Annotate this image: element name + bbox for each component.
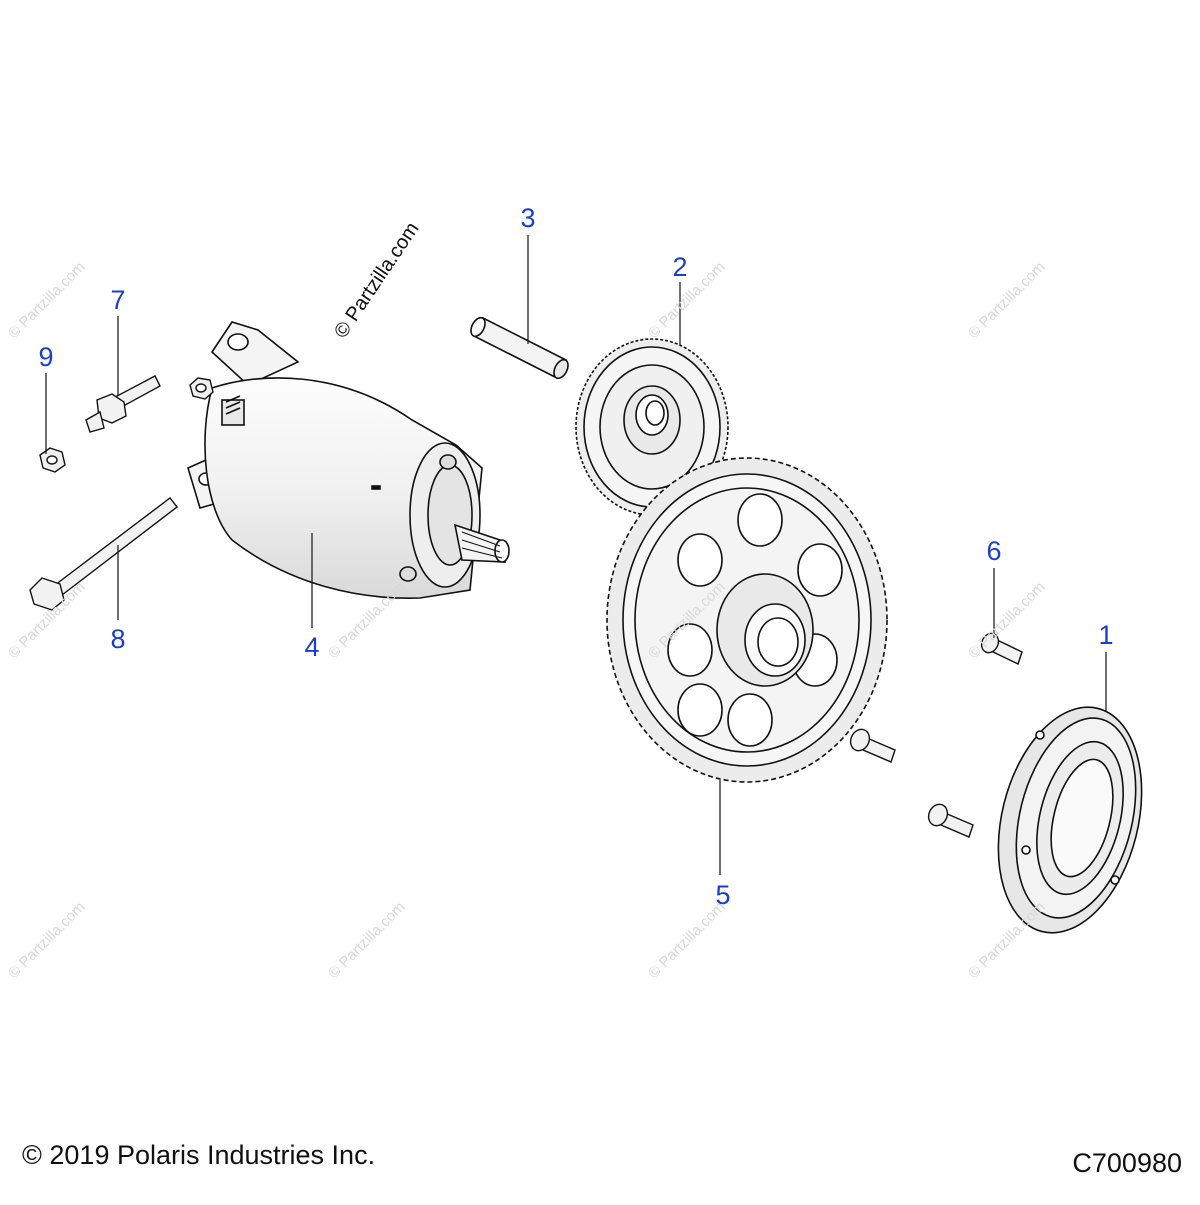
starter-clutch: [997, 706, 1143, 934]
leader-lines: [45, 235, 1107, 875]
callout-3[interactable]: 3: [520, 203, 536, 233]
terminal-nut: [189, 377, 214, 400]
bolt-6b: [849, 728, 896, 763]
pin-part: [470, 316, 569, 380]
callout-1[interactable]: 1: [1098, 620, 1114, 650]
diagram-code: C700980: [1072, 1148, 1182, 1178]
copyright-text: © 2019 Polaris Industries Inc.: [22, 1140, 376, 1170]
starter-motor: [187, 321, 510, 599]
callout-5[interactable]: 5: [715, 880, 731, 910]
callout-9[interactable]: 9: [38, 342, 54, 372]
callout-6[interactable]: 6: [986, 536, 1002, 566]
bolt-6: [980, 632, 1023, 665]
callout-4[interactable]: 4: [304, 632, 320, 662]
callout-7[interactable]: 7: [110, 285, 126, 315]
nut-part: [39, 447, 66, 473]
callout-8[interactable]: 8: [110, 624, 126, 654]
stud-part: [85, 375, 161, 433]
starter-gear: [606, 457, 888, 783]
long-bolt: [29, 497, 178, 611]
callout-2[interactable]: 2: [672, 252, 688, 282]
idler-gear: [575, 338, 729, 516]
bolt-6c: [927, 803, 974, 838]
